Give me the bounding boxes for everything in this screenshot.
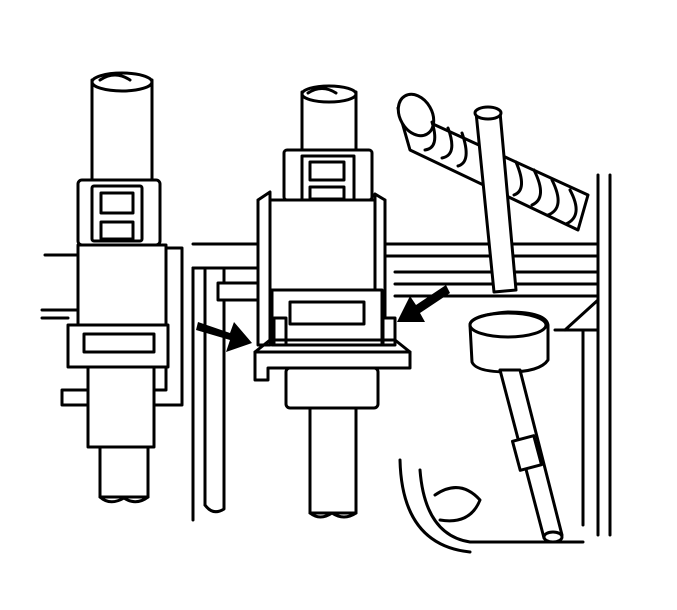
- center-switch: [253, 84, 412, 519]
- arrow-icon: [397, 285, 450, 322]
- left-switch: [40, 71, 184, 504]
- arrow-icon: [196, 322, 252, 352]
- push-rod: [468, 105, 564, 544]
